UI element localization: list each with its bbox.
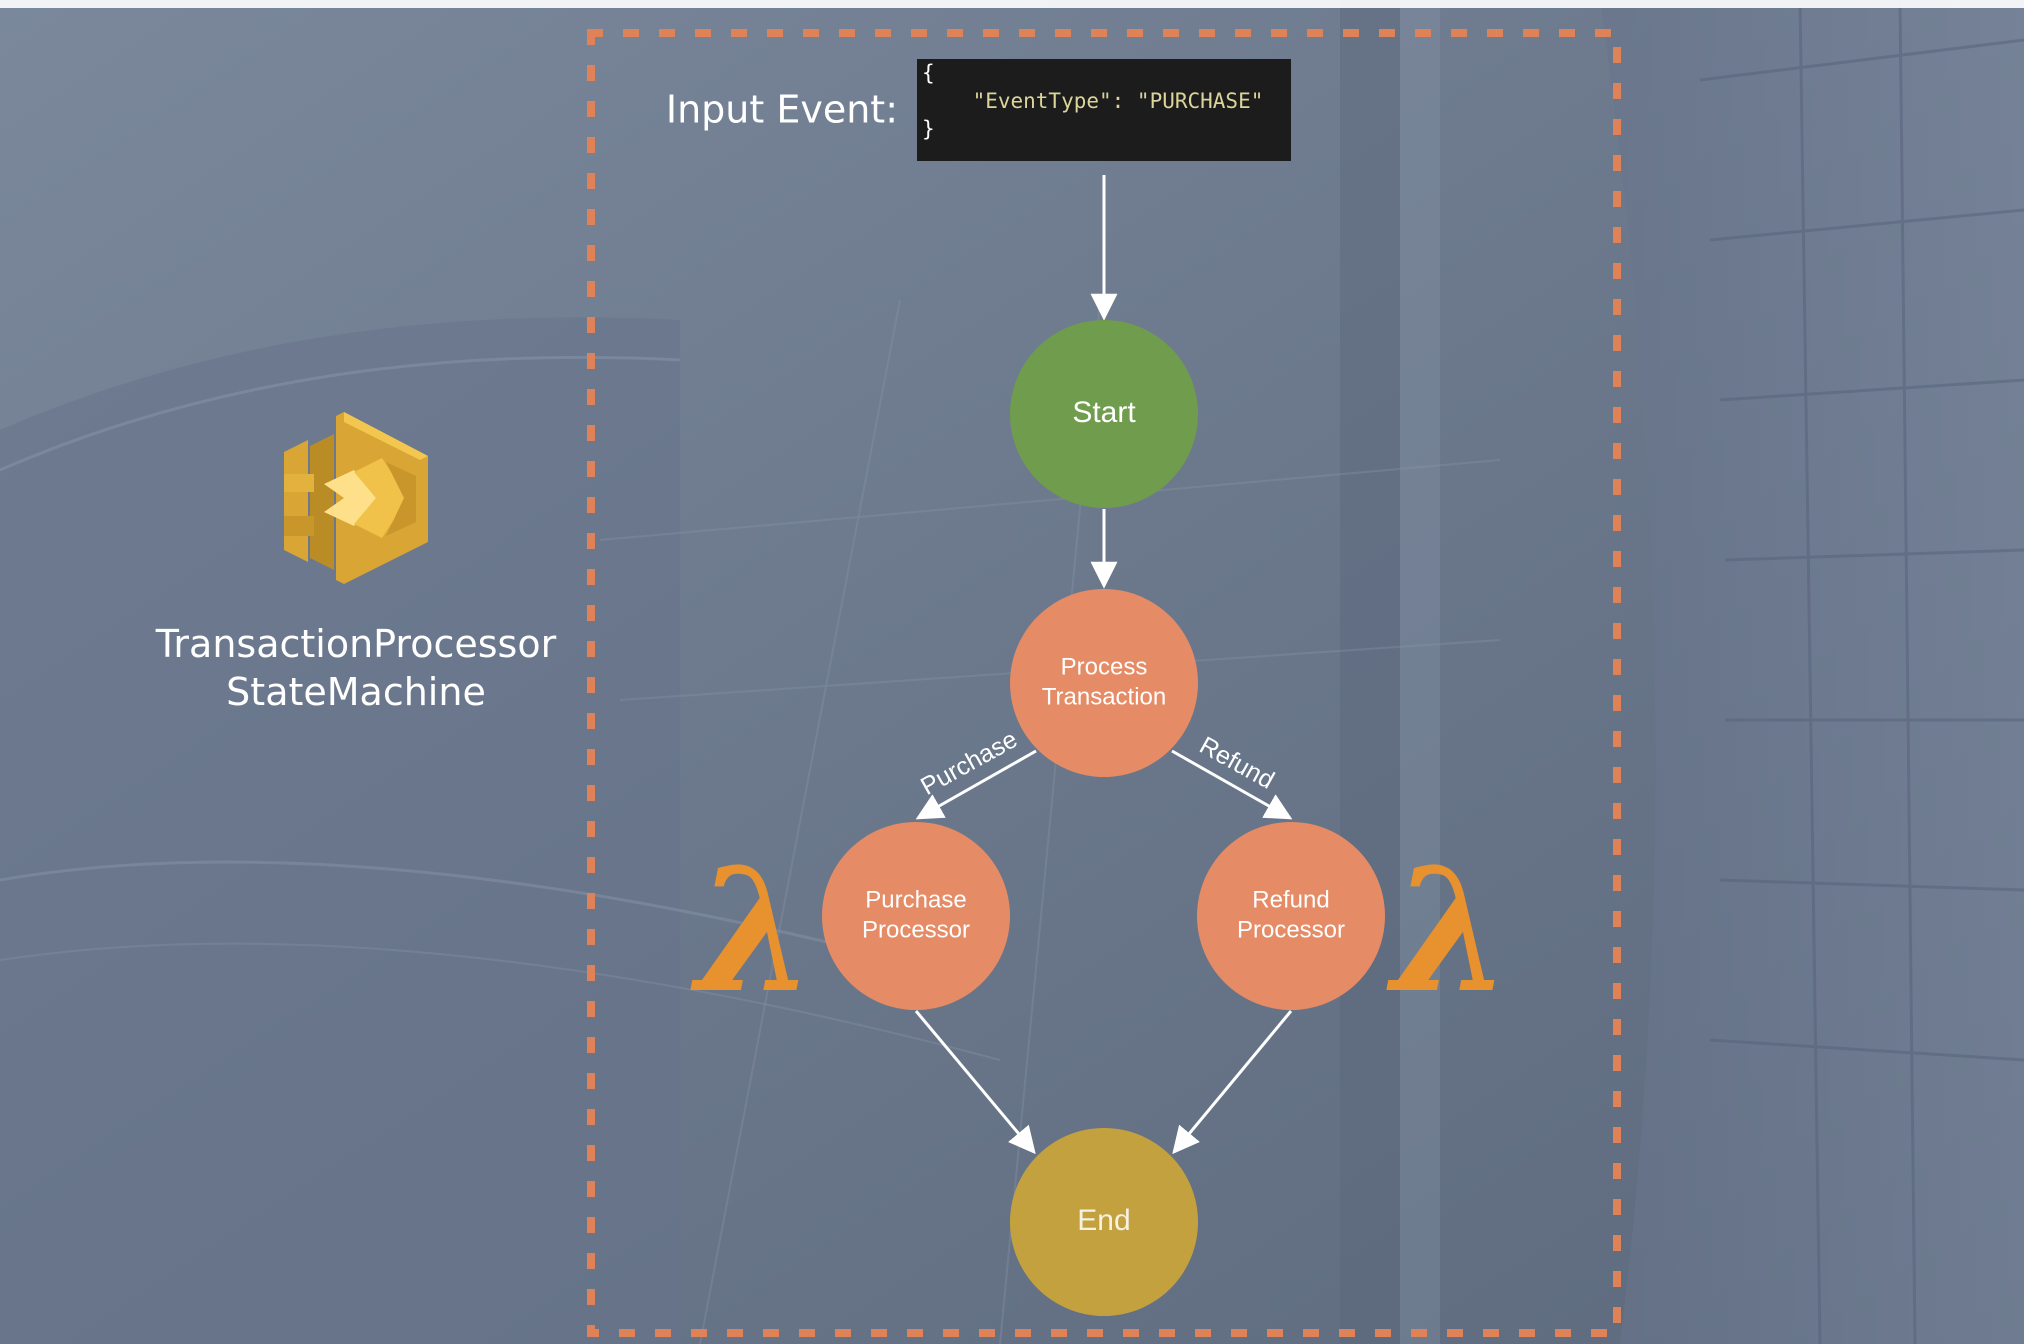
code-open-brace: { bbox=[922, 61, 935, 85]
state-machine-name-line1: TransactionProcessor bbox=[155, 622, 557, 666]
node-refund-processor: Refund Processor bbox=[1197, 822, 1385, 1010]
node-process-transaction: Process Transaction bbox=[1010, 589, 1198, 777]
node-purchase-processor: Purchase Processor bbox=[822, 822, 1010, 1010]
node-start-label: Start bbox=[1072, 396, 1136, 429]
lambda-icon: λ bbox=[1385, 831, 1511, 1031]
state-machine-boundary bbox=[587, 29, 1621, 1337]
edge-process-to-refund bbox=[1171, 749, 1293, 820]
input-event-label: Input Event: bbox=[666, 88, 898, 132]
node-purchase-label-line1: Purchase bbox=[865, 886, 966, 913]
edge-label-refund: Refund bbox=[1195, 731, 1279, 795]
node-end: End bbox=[1010, 1128, 1198, 1316]
edge-purchase-to-end bbox=[914, 1010, 1036, 1155]
input-event-code-box: { "EventType": "PURCHASE" } bbox=[917, 59, 1291, 161]
node-start: Start bbox=[1010, 320, 1198, 508]
node-end-circle bbox=[1010, 1128, 1198, 1316]
node-purchase-circle bbox=[822, 822, 1010, 1010]
edge-refund-to-end bbox=[1172, 1010, 1293, 1155]
node-refund-label-line2: Processor bbox=[1237, 916, 1345, 943]
state-machine-name-line2: StateMachine bbox=[226, 670, 486, 714]
node-process-label-line1: Process bbox=[1061, 653, 1148, 680]
node-end-label: End bbox=[1077, 1204, 1130, 1237]
code-close-brace: } bbox=[922, 117, 935, 141]
step-functions-icon bbox=[284, 412, 428, 584]
node-refund-label-line1: Refund bbox=[1252, 886, 1329, 913]
node-refund-circle bbox=[1197, 822, 1385, 1010]
lambda-icon: λ bbox=[689, 831, 815, 1031]
code-event-type-line: "EventType": "PURCHASE" bbox=[922, 89, 1263, 113]
node-process-label-line2: Transaction bbox=[1042, 683, 1167, 710]
node-purchase-label-line2: Processor bbox=[862, 916, 970, 943]
edge-process-to-purchase bbox=[915, 749, 1037, 820]
node-start-circle bbox=[1010, 320, 1198, 508]
node-process-circle bbox=[1010, 589, 1198, 777]
